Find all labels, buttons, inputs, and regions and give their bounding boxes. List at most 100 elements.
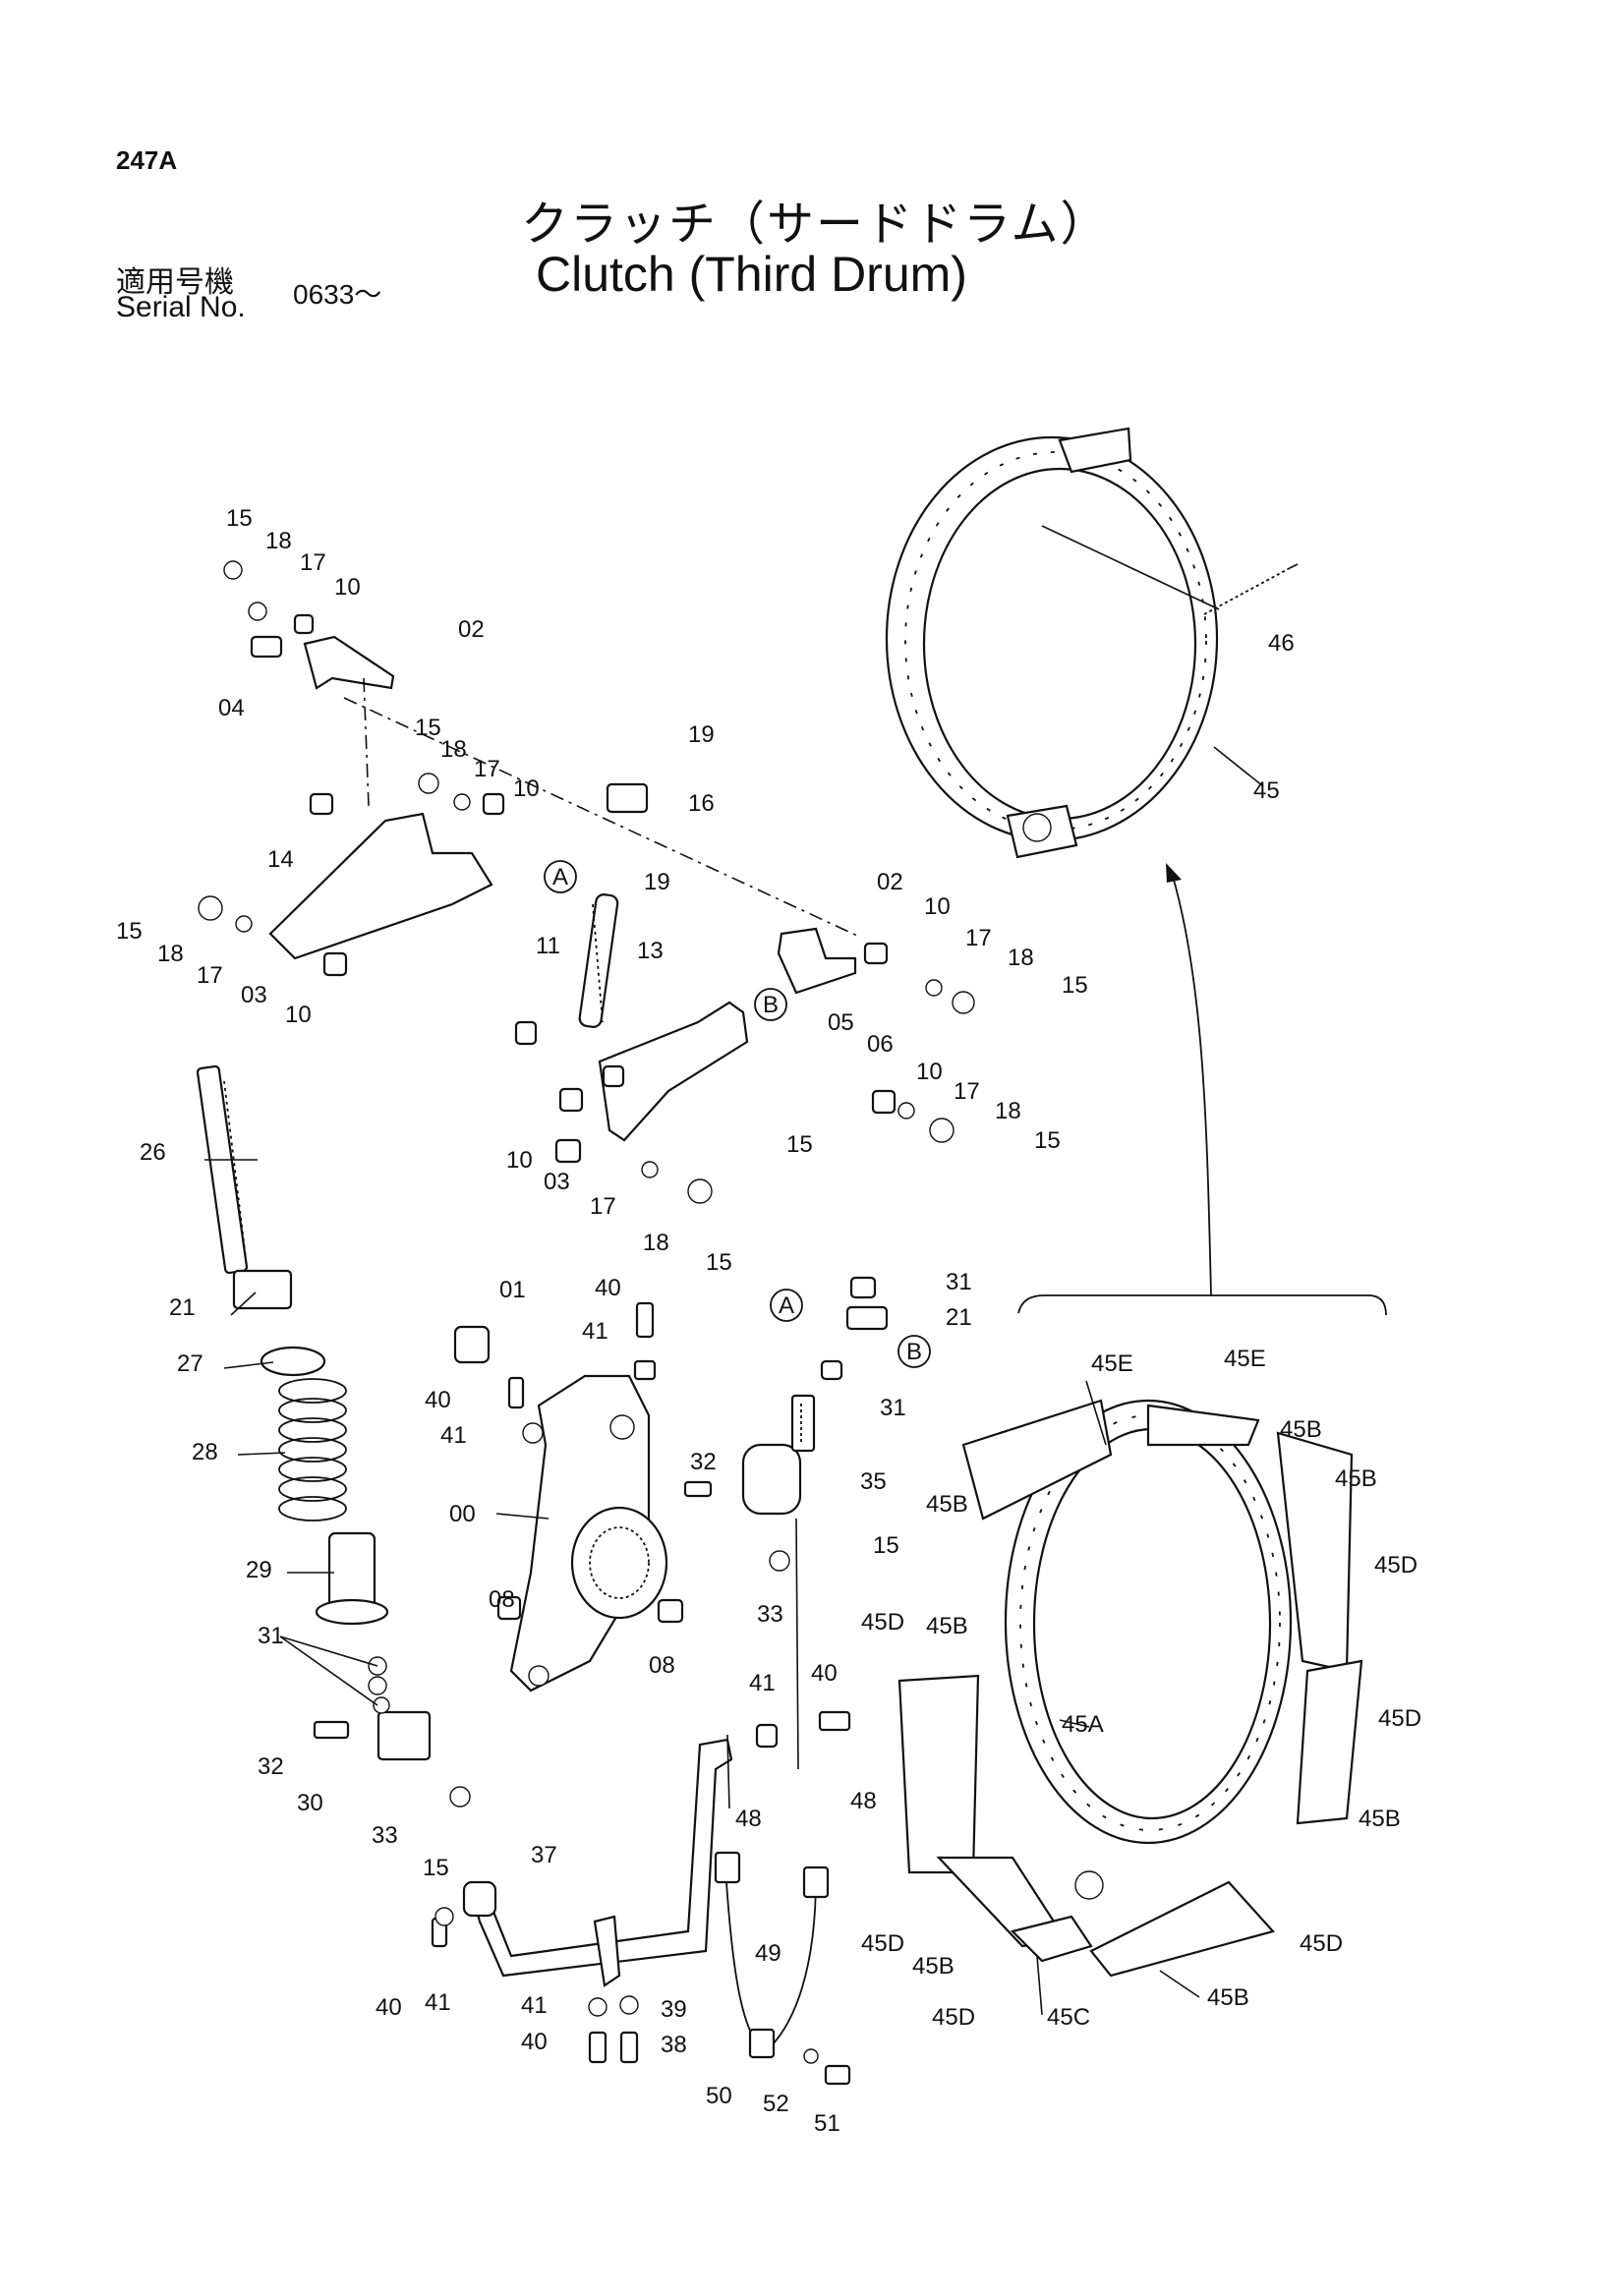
callout-33: 33 <box>372 1822 398 1849</box>
callout-17: 17 <box>590 1193 616 1220</box>
clutch-cylinder <box>741 1394 816 1516</box>
callout-41: 41 <box>425 1989 451 2016</box>
callout-15: 15 <box>1034 1127 1061 1154</box>
circle-marker-b <box>897 1335 931 1368</box>
callout-03: 03 <box>241 982 267 1008</box>
serial-value: 0633～ <box>293 279 382 310</box>
callout-45B: 45B <box>1207 1984 1249 2011</box>
fasteners <box>198 560 975 2086</box>
callout-41: 41 <box>521 1992 548 2019</box>
callout-45E: 45E <box>1224 1346 1266 1372</box>
callout-15: 15 <box>706 1249 732 1276</box>
callout-18: 18 <box>440 736 467 763</box>
hydraulic-hoses <box>714 1518 830 2059</box>
callout-13: 13 <box>637 938 664 964</box>
callout-40: 40 <box>811 1660 838 1687</box>
callout-01: 01 <box>499 1277 526 1303</box>
callout-32: 32 <box>690 1449 717 1475</box>
callout-17: 17 <box>300 549 326 576</box>
callout-10: 10 <box>285 1002 312 1028</box>
callout-37: 37 <box>531 1842 557 1868</box>
callout-27: 27 <box>177 1350 203 1377</box>
callout-31: 31 <box>258 1623 284 1649</box>
callout-45B: 45B <box>1359 1806 1401 1832</box>
callout-03: 03 <box>544 1169 570 1195</box>
callout-45A: 45A <box>1062 1711 1104 1738</box>
callout-00: 00 <box>449 1501 476 1527</box>
title-english: Clutch (Third Drum) <box>536 247 967 302</box>
callout-41: 41 <box>582 1318 608 1345</box>
callout-A: A <box>552 864 568 890</box>
callout-45B: 45B <box>912 1953 955 1980</box>
callout-45B: 45B <box>926 1491 968 1518</box>
callout-40: 40 <box>595 1275 621 1301</box>
callout-17: 17 <box>965 925 992 951</box>
callout-14: 14 <box>267 846 294 873</box>
callout-06: 06 <box>867 1031 894 1058</box>
brake-band-assembly <box>885 427 1220 859</box>
callout-26: 26 <box>140 1139 166 1166</box>
callout-19: 19 <box>644 869 670 895</box>
callout-16: 16 <box>688 790 715 817</box>
callout-A: A <box>779 1292 794 1319</box>
callout-18: 18 <box>643 1230 669 1256</box>
callout-50: 50 <box>706 2083 732 2109</box>
callout-30: 30 <box>297 1790 323 1816</box>
callout-15: 15 <box>786 1131 813 1158</box>
callout-45B: 45B <box>1280 1416 1322 1443</box>
callout-28: 28 <box>192 1439 218 1465</box>
callout-21: 21 <box>169 1294 196 1321</box>
callout-18: 18 <box>1008 945 1034 971</box>
spring-assembly <box>260 1346 432 1761</box>
callout-45B: 45B <box>1335 1465 1377 1492</box>
callout-51: 51 <box>814 2110 840 2137</box>
callout-40: 40 <box>425 1387 451 1413</box>
callout-02: 02 <box>458 616 485 643</box>
callout-10: 10 <box>513 775 540 802</box>
callout-labels: 15 18 17 10 02 04 15 18 17 10 19 16 14 A… <box>116 505 1421 2137</box>
callout-31: 31 <box>880 1395 906 1421</box>
callout-15: 15 <box>873 1532 899 1559</box>
callout-45D: 45D <box>1378 1705 1421 1732</box>
callout-45D: 45D <box>861 1930 904 1957</box>
callout-45D: 45D <box>861 1609 904 1636</box>
pedal-lever <box>462 1738 733 1987</box>
callout-33: 33 <box>757 1601 783 1628</box>
callout-11: 11 <box>536 933 560 959</box>
callout-39: 39 <box>661 1996 687 2023</box>
callout-45B: 45B <box>926 1613 968 1639</box>
callout-45D: 45D <box>1300 1930 1343 1957</box>
page-code: 247A <box>116 145 178 175</box>
callout-45D: 45D <box>1374 1552 1418 1578</box>
callout-15: 15 <box>423 1855 449 1881</box>
callout-49: 49 <box>755 1940 781 1967</box>
callout-B: B <box>906 1339 922 1365</box>
circle-marker-a <box>770 1289 803 1322</box>
main-bracket <box>453 1325 668 1693</box>
callout-46: 46 <box>1268 630 1295 657</box>
callout-29: 29 <box>246 1557 272 1583</box>
circle-marker-a <box>544 860 577 893</box>
callout-18: 18 <box>995 1098 1021 1124</box>
callout-40: 40 <box>521 2029 548 2055</box>
callout-05: 05 <box>828 1009 854 1036</box>
callout-15: 15 <box>1062 972 1088 999</box>
leader-lines <box>204 746 1264 2016</box>
callout-15: 15 <box>415 715 441 741</box>
callout-18: 18 <box>265 528 292 554</box>
callout-10: 10 <box>506 1147 533 1174</box>
callout-10: 10 <box>334 574 361 601</box>
callout-08: 08 <box>649 1652 675 1679</box>
callout-45D: 45D <box>932 2004 975 2031</box>
callout-45E: 45E <box>1091 1350 1133 1377</box>
brake-lining-assembly <box>897 1399 1363 1978</box>
callout-40: 40 <box>376 1994 402 2021</box>
callout-B: B <box>763 992 779 1018</box>
callout-15: 15 <box>116 918 143 945</box>
callout-38: 38 <box>661 2032 687 2058</box>
callout-48: 48 <box>735 1806 762 1832</box>
callout-18: 18 <box>157 941 184 967</box>
adjusting-spring-46 <box>1203 563 1299 615</box>
callout-17: 17 <box>197 962 223 989</box>
callout-48: 48 <box>850 1788 877 1814</box>
